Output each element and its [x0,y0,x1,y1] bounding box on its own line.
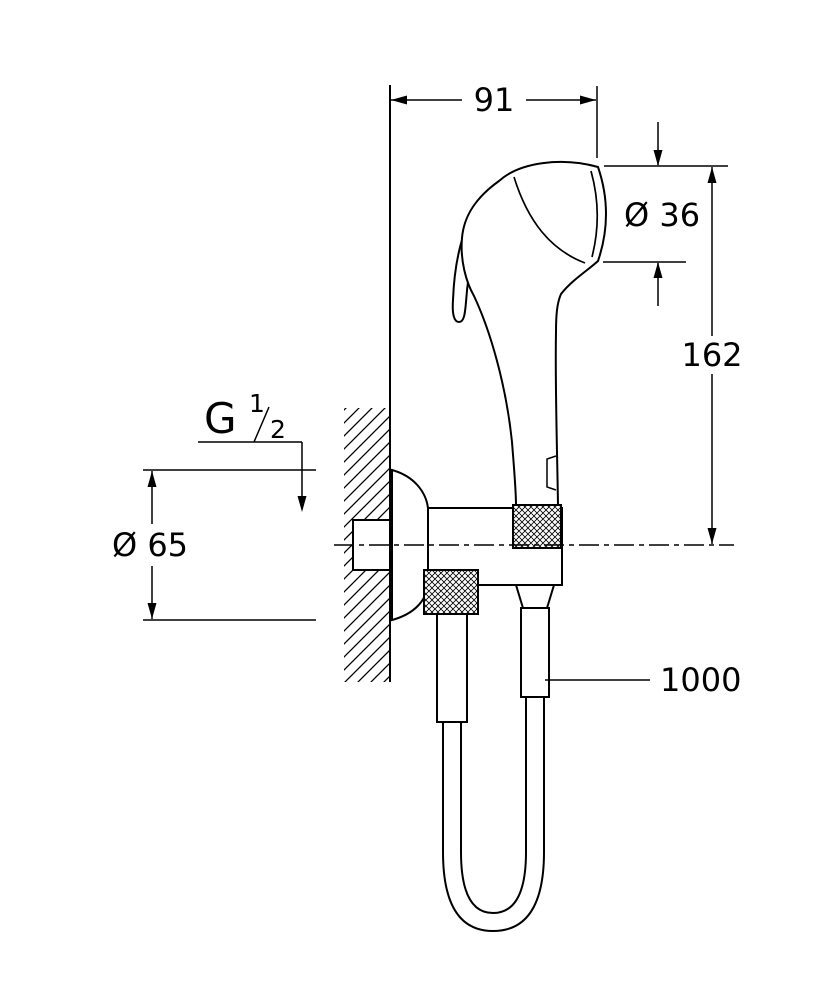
dim-spray-diameter-label: Ø 36 [624,196,700,234]
arrowhead-up [147,471,157,487]
shower-hose-loop [442,697,545,933]
dimension-flange-diameter-65: Ø 65 [112,469,316,621]
shower-head-and-handle [460,160,607,506]
hose-inner-edge [460,697,527,915]
hose-cone-connector [514,584,556,609]
thread-numerator: 1 [249,389,265,418]
dimension-height-162: 162 [681,167,743,544]
wall-section [344,85,391,682]
dim-height-label: 162 [681,336,742,374]
hose-outer-edge [442,697,545,933]
dimension-width-91: 91 [391,81,598,158]
hose-connection-nut [423,569,479,615]
arrowhead-down [653,150,663,166]
arrowhead-down [707,528,717,544]
arrowhead-down [297,496,307,512]
handle-connection-nut [512,504,562,549]
arrowhead-right [580,95,596,105]
spray-face-rim [590,170,599,258]
dim-flange-diameter-label: Ø 65 [112,526,188,564]
wall-bracket-assembly [352,468,563,723]
arrowhead-down [147,603,157,619]
dim-width-label: 91 [474,81,515,119]
arrowhead-left [391,95,407,105]
arrowhead-up [707,167,717,183]
hose-sleeve-right [520,607,550,698]
fraction-slash [253,406,270,443]
handle-clip-detail [546,455,557,491]
dim-hose-length-label: 1000 [660,661,741,699]
arrowhead-up [653,262,663,278]
dimension-spray-diameter-36: Ø 36 [603,122,728,306]
hose-sleeve-left [436,613,468,723]
head-seam-line [513,176,586,264]
label-thread-g-half: G 1 2 [198,389,307,512]
dimension-hose-length-1000: 1000 [545,661,741,699]
thread-denominator: 2 [270,415,286,444]
hand-shower [451,160,607,506]
thread-g-letter: G [204,394,237,443]
